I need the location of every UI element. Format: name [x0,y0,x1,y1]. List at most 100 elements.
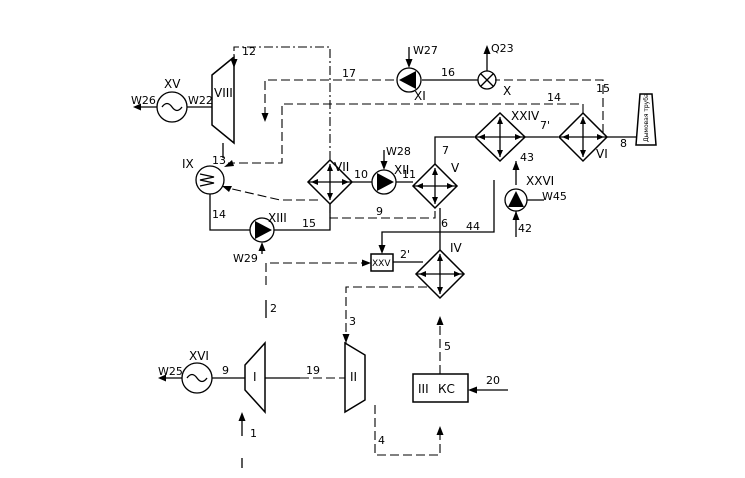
heat-exchanger-v [411,162,459,210]
compressor-i [244,341,266,414]
heat-exchanger-vi [557,111,609,163]
generator-xvi [181,362,213,394]
stream-4-label: 4 [378,434,385,447]
q23-arrow [483,45,491,54]
condenser-label: IX [182,157,194,171]
hx-xxiv-label: XXIV [511,109,540,123]
stream-20-label: 20 [486,374,500,387]
w45-label: W45 [542,190,567,203]
stream-4-arrow [436,426,444,435]
stream-12-arrow [230,59,238,68]
stream-14-line [209,194,250,231]
stream-43-label: 43 [520,151,534,164]
q23-label: Q23 [491,42,514,55]
stream-1-label: 1 [250,427,257,440]
generator-xv [156,91,188,123]
stack [635,93,657,146]
pump-xxvi-label: XXVI [526,174,554,188]
stream-9-label: 9 [376,205,383,218]
stream-17-label: 15 [596,82,610,95]
pump-xii-label: XII [394,163,409,177]
w25-label: W25 [158,365,183,378]
combustor-num-label: III [418,382,429,396]
gas-turbine-label: II [350,370,357,384]
stream-2-label: 2 [270,302,277,315]
stream-44-arrow [378,245,386,254]
pump-xiii-label: XIII [268,211,287,225]
stream-12-label: 12 [242,45,256,58]
stream-24-label: 9 [222,364,229,377]
stream-15-label: 15 [302,217,316,230]
w29-arrow [258,242,266,251]
heat-exchanger-iv [414,248,466,300]
w27-arrow [405,59,413,68]
xxv-label: XXV [372,259,391,269]
w29-label: W29 [233,252,258,265]
stack-label: Дымовая труба [643,93,650,142]
w26-label: W26 [131,94,156,107]
stream-7-label: 7 [442,144,449,157]
combustor-code-label: КС [438,382,455,396]
stream-4-line [374,405,441,456]
pump-xi-label: XI [414,89,426,103]
stream-16-line [228,103,584,164]
w22-label: W22 [188,94,213,107]
stream-2-arrow [362,259,371,267]
w27-label: W27 [413,44,438,57]
stream-20-arrow [468,386,477,394]
heat-exchanger-xxiv [473,111,527,163]
stream-44-line [381,180,495,246]
stream-14-label: 14 [212,208,226,221]
pump-xxvi [504,188,528,212]
stream-42-label: 42 [518,222,532,235]
valve-x [477,70,497,90]
stream-6-label: 6 [441,217,448,230]
stream-vii-return-arrow [222,186,232,192]
valve-x-label: X [503,84,511,98]
steam-turbine-viii [211,55,235,145]
stream-16-arrow [224,160,234,167]
stream-vii-return [227,187,318,201]
stream-5-arrow [436,316,444,325]
combustor-iii [412,373,469,403]
compressor-label: I [253,370,257,384]
stream-3-arrow [342,334,350,343]
w26-arrow [133,103,141,111]
stream-19-line [264,79,394,115]
stream-7-line [434,136,474,164]
hx-vi-label: VI [596,147,608,161]
pump-xii [371,169,397,195]
steam-turbine-label: VIII [214,86,233,100]
hx-v-label: V [451,161,460,175]
stream-15-line [274,204,331,231]
condenser-ix [195,165,225,195]
stream-13-label: 13 [212,154,226,167]
stream-21-label: 19 [306,364,320,377]
stream-3-label: 3 [349,315,356,328]
stream-18-label: 16 [441,66,455,79]
stream-1-arrow [238,412,246,421]
stream-11-label: 11 [402,168,416,181]
stream-17-line [495,79,604,133]
hx-vii-label: VII [334,160,349,174]
stream-8-label: 8 [620,137,627,150]
stream-42-arrow [512,211,520,220]
stream-19-arrow [261,113,269,122]
gas-turbine-ii [344,341,366,414]
stream-5-label: 5 [444,340,451,353]
stream-19-label: 17 [342,67,356,80]
stream-43-arrow [512,161,520,170]
stream-2prime-label: 2' [400,248,410,261]
stream-44-label: 44 [466,220,480,233]
xv-label: XV [164,77,181,91]
w25-arrow [158,374,166,382]
stream-7prime-label: 7' [540,119,550,132]
stream-3-line [345,286,440,343]
hx-iv-label: IV [450,241,463,255]
xvi-label: XVI [189,349,209,363]
stream-2-line [265,262,368,285]
stream-10-label: 10 [354,168,368,181]
w28-arrow [380,161,388,170]
stream-16-label: 14 [547,91,561,104]
